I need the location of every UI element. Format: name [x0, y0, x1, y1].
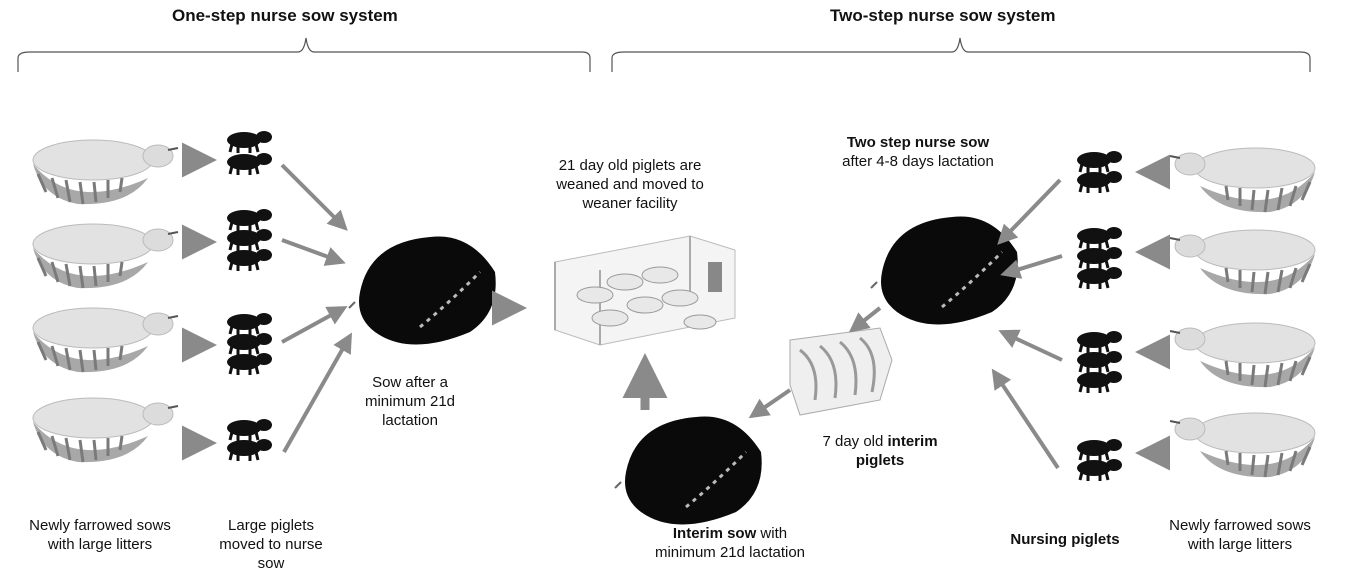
one-step-nurse-sow — [349, 236, 496, 344]
arrow-sow-to-piglets-right — [1142, 172, 1168, 453]
interim-piglets-interim: interim — [888, 433, 938, 450]
two-step-sow-title: Two step nurse sow — [800, 133, 1036, 152]
newly-farrowed-left-line-2: with large litters — [0, 535, 200, 554]
interim-piglets-label: 7 day old interim piglets — [780, 432, 980, 470]
one-step-brace — [18, 38, 590, 72]
nursing-piglets-group-3 — [1077, 331, 1122, 393]
nursing-piglets-group-2 — [1077, 227, 1122, 289]
weaned-label: 21 day old piglets are weaned and moved … — [520, 156, 740, 213]
interim-piglets-line-1: 7 day old interim — [780, 432, 980, 451]
newly-farrowed-right-label: Newly farrowed sows with large litters — [1140, 516, 1340, 554]
sow-after-line-2: minimum 21d — [350, 392, 470, 411]
interim-piglets-line-2: piglets — [780, 451, 980, 470]
two-step-sow-subtitle: after 4-8 days lactation — [800, 152, 1036, 171]
large-piglets-group-4 — [227, 419, 272, 461]
two-step-brace — [612, 38, 1310, 72]
interim-piglets — [790, 328, 892, 415]
nursing-piglets-label: Nursing piglets — [990, 530, 1140, 549]
farrowed-sow-left-2 — [33, 224, 178, 288]
newly-farrowed-left-label: Newly farrowed sows with large litters — [0, 516, 200, 554]
interim-sow-line-1: Interim sow with — [610, 524, 850, 543]
interim-sow — [615, 416, 762, 524]
interim-sow-rest: with — [756, 525, 787, 542]
sow-after-line-1: Sow after a — [350, 373, 470, 392]
arrows-nursing-piglets-to-sow — [994, 180, 1062, 468]
weaner-facility — [555, 236, 735, 345]
newly-farrowed-right-line-2: with large litters — [1140, 535, 1340, 554]
one-step-header: One-step nurse sow system — [172, 6, 398, 26]
interim-piglets-prefix: 7 day old — [822, 433, 887, 450]
farrowed-sow-left-3 — [33, 308, 178, 372]
large-piglets-line-3: sow — [196, 554, 346, 571]
large-piglets-line-2: moved to nurse — [196, 535, 346, 554]
arrow-sow-to-piglets-left — [186, 160, 210, 443]
large-piglets-label: Large piglets moved to nurse sow — [196, 516, 346, 571]
arrows-to-nurse-sow — [282, 165, 350, 452]
newly-farrowed-right-line-1: Newly farrowed sows — [1140, 516, 1340, 535]
two-step-sow-label: Two step nurse sow after 4-8 days lactat… — [800, 133, 1036, 171]
large-piglets-line-1: Large piglets — [196, 516, 346, 535]
large-piglets-group-3 — [227, 313, 272, 375]
farrowed-sow-right-1 — [1170, 148, 1315, 212]
farrowed-sow-left-4 — [33, 398, 178, 462]
farrowed-sow-right-2 — [1170, 230, 1315, 294]
weaned-line-3: weaner facility — [520, 194, 740, 213]
weaned-line-2: weaned and moved to — [520, 175, 740, 194]
two-step-nurse-sow — [871, 216, 1018, 324]
nursing-piglets-group-4 — [1077, 439, 1122, 481]
farrowed-sow-left-1 — [33, 140, 178, 204]
weaned-line-1: 21 day old piglets are — [520, 156, 740, 175]
interim-sow-label: Interim sow with minimum 21d lactation — [610, 524, 850, 562]
interim-sow-line-2: minimum 21d lactation — [610, 543, 850, 562]
interim-sow-bold: Interim sow — [673, 525, 756, 542]
farrowed-sow-right-3 — [1170, 323, 1315, 387]
two-step-header: Two-step nurse sow system — [830, 6, 1055, 26]
newly-farrowed-left-line-1: Newly farrowed sows — [0, 516, 200, 535]
large-piglets-group-1 — [227, 131, 272, 175]
large-piglets-group-2 — [227, 209, 272, 271]
farrowed-sow-right-4 — [1170, 413, 1315, 477]
sow-after-line-3: lactation — [350, 411, 470, 430]
sow-after-label: Sow after a minimum 21d lactation — [350, 373, 470, 430]
nursing-piglets-group-1 — [1077, 151, 1122, 193]
